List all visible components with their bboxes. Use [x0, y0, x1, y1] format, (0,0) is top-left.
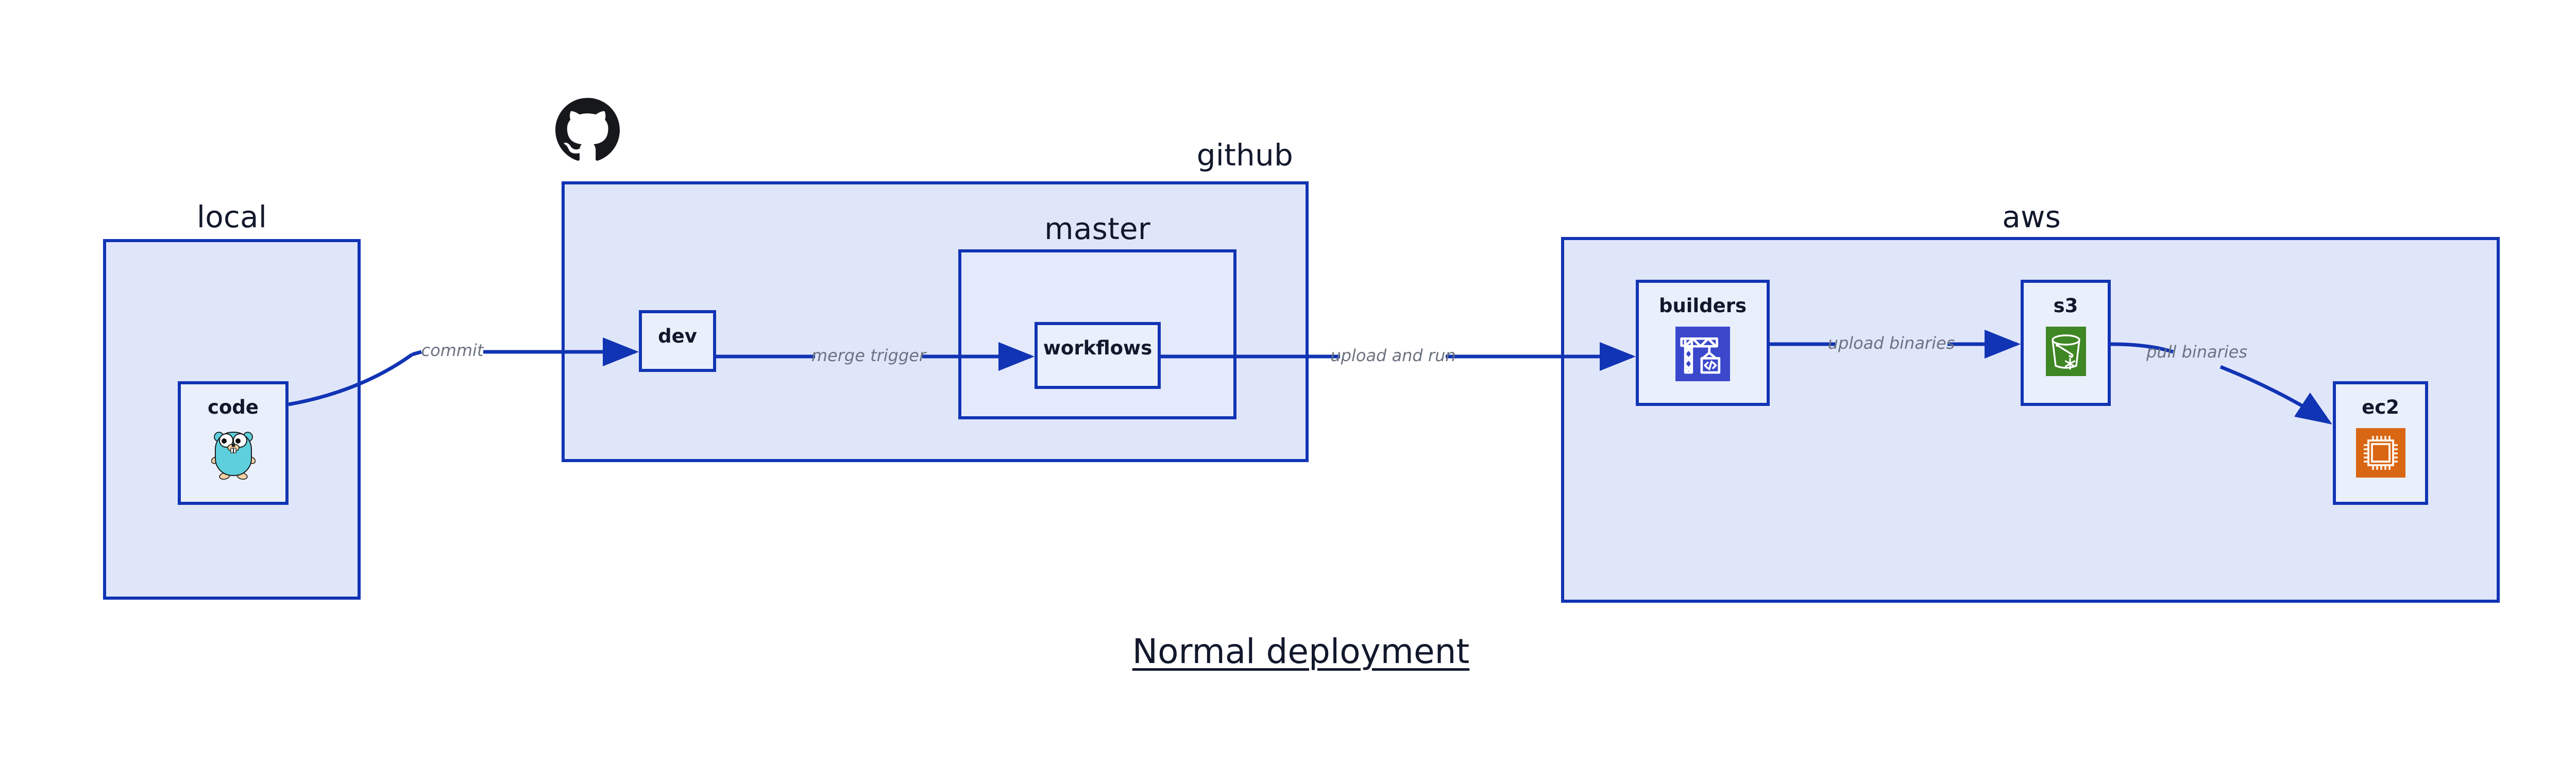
- group-local-label: local: [196, 199, 267, 234]
- go-gopher-icon: [211, 428, 256, 482]
- edge-label-upload-and-run: upload and run: [1330, 346, 1456, 365]
- node-ec2[interactable]: ec2: [2333, 381, 2428, 505]
- edge-label-merge-trigger: merge trigger: [811, 346, 926, 365]
- node-s3[interactable]: s3: [2021, 280, 2111, 406]
- node-workflows-label: workflows: [1043, 337, 1153, 359]
- node-workflows[interactable]: workflows: [1035, 322, 1161, 389]
- edge-label-commit: commit: [421, 341, 484, 360]
- node-dev[interactable]: dev: [639, 310, 716, 372]
- aws-s3-icon: [2045, 327, 2086, 378]
- node-code-label: code: [208, 396, 259, 418]
- node-builders-label: builders: [1658, 295, 1747, 317]
- node-dev-label: dev: [658, 325, 697, 347]
- aws-ec2-icon: [2355, 428, 2405, 480]
- edge-label-pull-binaries: pull binaries: [2146, 342, 2248, 362]
- group-aws-label: aws: [2002, 199, 2061, 234]
- node-ec2-label: ec2: [2362, 396, 2399, 418]
- node-code[interactable]: code: [178, 381, 289, 505]
- diagram-title: Normal deployment: [1132, 632, 1470, 671]
- github-octocat-logo: [555, 98, 620, 164]
- edge-label-upload-binaries: upload binaries: [1827, 333, 1955, 353]
- node-s3-label: s3: [2053, 295, 2078, 317]
- group-github-label: github: [1196, 138, 1293, 173]
- node-builders[interactable]: builders: [1636, 280, 1770, 406]
- group-master-label: master: [1044, 211, 1150, 246]
- aws-codebuild-icon: [1675, 327, 1730, 383]
